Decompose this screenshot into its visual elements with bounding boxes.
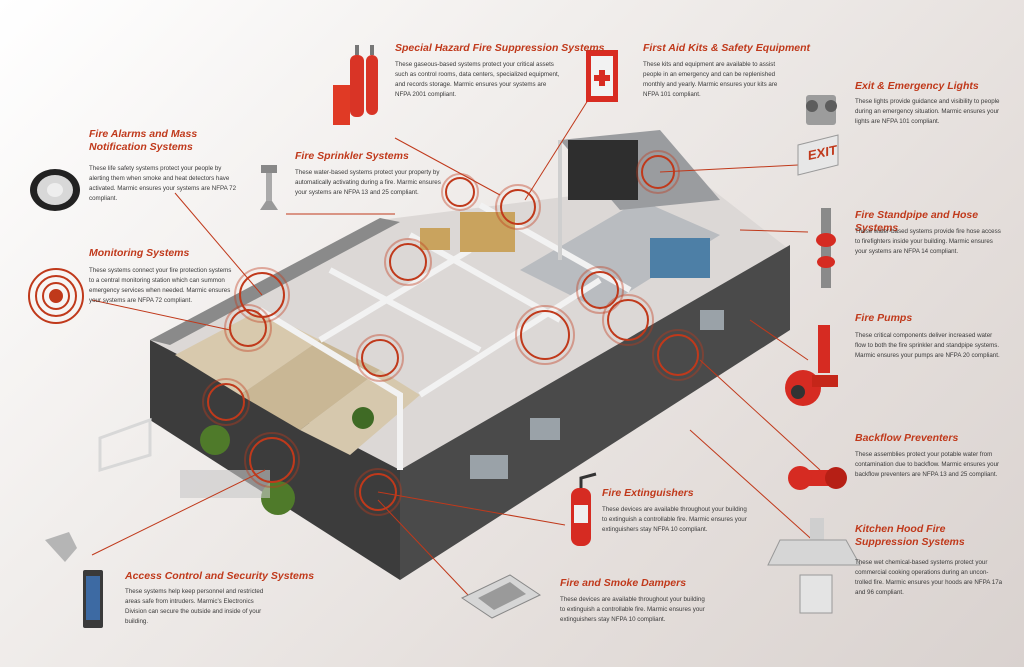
access-reader-icon (45, 532, 103, 628)
kitchen-desc: These wet chemical-based systems protect… (855, 559, 1003, 596)
access-control-desc: These systems help keep personnel and re… (125, 588, 264, 625)
fire-pumps-desc: These critical components deliver increa… (855, 332, 1000, 359)
exit-lights-title: Exit & Emergency Lights (855, 80, 979, 92)
exit-lights-desc: These lights provide guidance and visibi… (855, 98, 1000, 125)
sprinkler-title: Fire Sprinkler Systems (295, 150, 409, 162)
special-hazard-desc: These gaseous-based systems protect your… (395, 61, 560, 98)
sprinkler-head-icon (260, 165, 278, 210)
backflow-title: Backflow Preventers (855, 432, 959, 444)
first-aid-title: First Aid Kits & Safety Equipment (643, 42, 811, 54)
smoke-detector-icon (30, 169, 80, 211)
leader-lines (91, 96, 821, 596)
callout-highlights (202, 150, 704, 516)
monitoring-title: Monitoring Systems (89, 247, 190, 259)
backflow-valve-icon (788, 466, 847, 490)
access-control-title: Access Control and Security Systems (125, 570, 315, 582)
extinguishers-desc: These devices are available throughout y… (602, 506, 747, 533)
backflow-desc: These assemblies protect your potable wa… (855, 451, 1000, 478)
cylinder-icon (333, 45, 378, 125)
fire-pump-icon (785, 325, 838, 406)
special-hazard-title: Special Hazard Fire Suppression Systems (395, 42, 605, 54)
kitchen-hood-icon (767, 518, 861, 614)
damper-icon (460, 574, 542, 619)
standpipe-icon (816, 208, 836, 288)
first-aid-desc: These kits and equipment are available t… (643, 61, 778, 98)
fire-pumps-title: Fire Pumps (855, 312, 913, 324)
first-aid-cabinet-icon (586, 50, 618, 102)
extinguishers-title: Fire Extinguishers (602, 487, 694, 499)
dampers-title: Fire and Smoke Dampers (560, 577, 687, 589)
sprinkler-desc: These water-based systems protect your p… (295, 169, 441, 196)
exit-light-icon (797, 95, 839, 176)
dampers-desc: These devices are available throughout y… (560, 596, 705, 623)
standpipe-desc: These water-based systems provide fire h… (855, 228, 1001, 255)
monitoring-signal-icon (28, 268, 84, 324)
standpipe-title: Fire Standpipe and Hose Systems (855, 209, 979, 234)
fire-extinguisher-icon (571, 472, 597, 546)
monitoring-desc: These systems connect your fire protecti… (89, 267, 232, 304)
fire-alarms-desc: These life safety systems protect your p… (89, 165, 237, 202)
